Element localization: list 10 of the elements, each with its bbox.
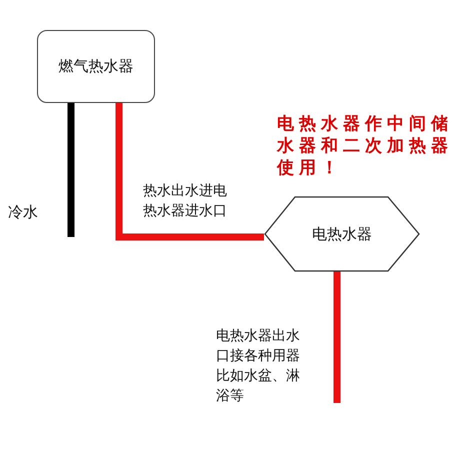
outlet-note: 电热水器出水口接各种用器比如水盆、淋浴等 — [216, 327, 301, 406]
rounded-box — [37, 30, 155, 103]
pipe-line — [116, 103, 264, 240]
edge-label: 热水出水进电热水器进水口 — [143, 182, 228, 221]
node-label: 燃气热水器 — [58, 57, 134, 76]
hexagon-node — [264, 196, 420, 272]
pipe-label: 冷水 — [8, 203, 39, 222]
note-text: 电热水器作中间储水器和二次加热器使用！ — [277, 113, 454, 179]
node-label: 电热水器 — [312, 224, 372, 244]
pipe-line — [68, 103, 74, 237]
